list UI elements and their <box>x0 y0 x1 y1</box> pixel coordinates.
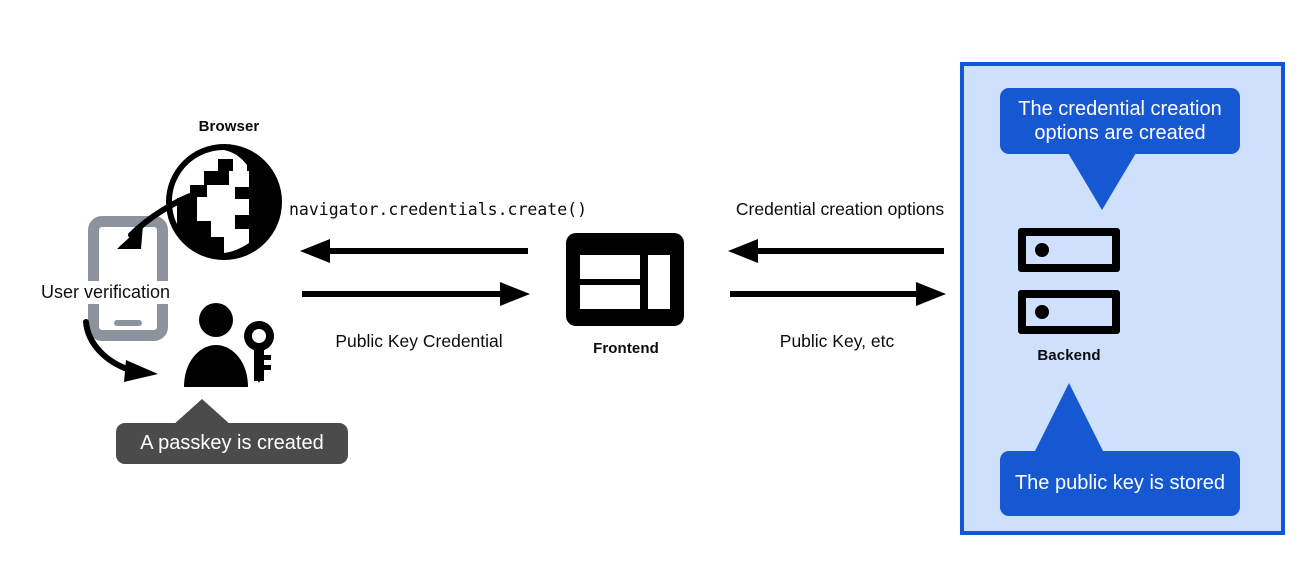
globe-icon <box>166 144 282 260</box>
passkey-callout-pointer <box>172 399 232 426</box>
browser-frontend-top-label: navigator.credentials.create() <box>288 200 587 219</box>
backend-top-callout: The credential creation options are crea… <box>1000 88 1240 154</box>
backend-top-callout-pointer <box>1068 153 1136 210</box>
frontend-label: Frontend <box>593 340 659 357</box>
person-with-key-icon <box>184 303 274 387</box>
browser-label: Browser <box>198 118 260 135</box>
frontend-backend-top-label: Credential creation options <box>735 199 945 219</box>
phone-to-passkey-arrow <box>83 319 158 382</box>
backend-label: Backend <box>1037 347 1101 364</box>
passkey-callout: A passkey is created <box>116 423 348 464</box>
smartphone-icon <box>88 216 168 341</box>
frontend-backend-bottom-arrow <box>730 282 946 306</box>
browser-frontend-top-arrow <box>300 239 528 263</box>
browser-frontend-bottom-arrow <box>302 282 530 306</box>
frontend-backend-top-arrow <box>728 239 944 263</box>
web-layout-icon <box>566 233 684 326</box>
backend-bottom-callout: The public key is stored <box>1000 451 1240 516</box>
server-rack-icon <box>1018 228 1120 334</box>
browser-frontend-bottom-label: Public Key Credential <box>335 331 503 351</box>
browser-to-phone-arrow <box>117 190 201 249</box>
user-verification-label: User verification <box>38 281 174 304</box>
backend-bottom-callout-pointer <box>1035 383 1103 451</box>
frontend-backend-bottom-label: Public Key, etc <box>779 331 895 351</box>
